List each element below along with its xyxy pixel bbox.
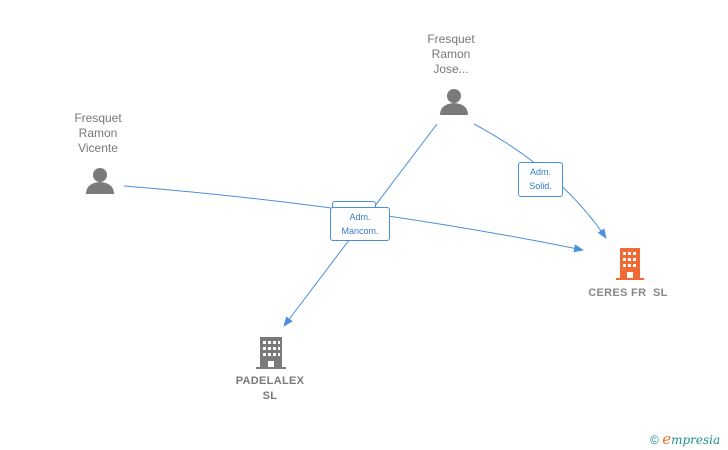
person-label-jose[interactable]: Fresquet Ramon Jose... xyxy=(411,32,491,77)
company-label-ceres[interactable]: CERES FR SL xyxy=(572,286,684,301)
copyright-icon: © xyxy=(650,433,659,447)
company-label-line: SL xyxy=(262,390,278,402)
person-label-line: Jose... xyxy=(433,62,469,76)
edge-label-line: Mancom. xyxy=(341,226,379,236)
edge-label-line: Adm. xyxy=(349,212,371,222)
building-icon[interactable] xyxy=(616,248,644,280)
brand-logo-text: mpresia xyxy=(671,433,721,447)
building-icon[interactable] xyxy=(256,337,286,369)
edge-label-adm-solid[interactable]: Adm. Solid. xyxy=(518,162,563,197)
person-label-line: Fresquet xyxy=(427,32,475,46)
footer-branding: © empresia xyxy=(650,430,720,448)
edge-label-adm-mancom[interactable]: Adm. Mancom. xyxy=(330,207,390,241)
person-label-line: Ramon xyxy=(431,47,471,61)
company-label-line: PADELALEX xyxy=(235,375,305,387)
person-label-line: Vicente xyxy=(78,141,118,155)
edge-label-line: Adm. xyxy=(529,167,551,177)
company-label-line: CERES FR SL xyxy=(588,287,668,299)
company-label-padelalex[interactable]: PADELALEX SL xyxy=(221,374,319,404)
brand-logo-initial: e xyxy=(662,430,672,448)
person-label-line: Ramon xyxy=(78,126,118,140)
person-label-vicente[interactable]: Fresquet Ramon Vicente xyxy=(58,111,138,156)
person-label-line: Fresquet xyxy=(74,111,122,125)
person-icon[interactable] xyxy=(440,89,468,115)
edge-label-line: Solid. xyxy=(529,181,552,191)
person-icon[interactable] xyxy=(86,168,114,194)
